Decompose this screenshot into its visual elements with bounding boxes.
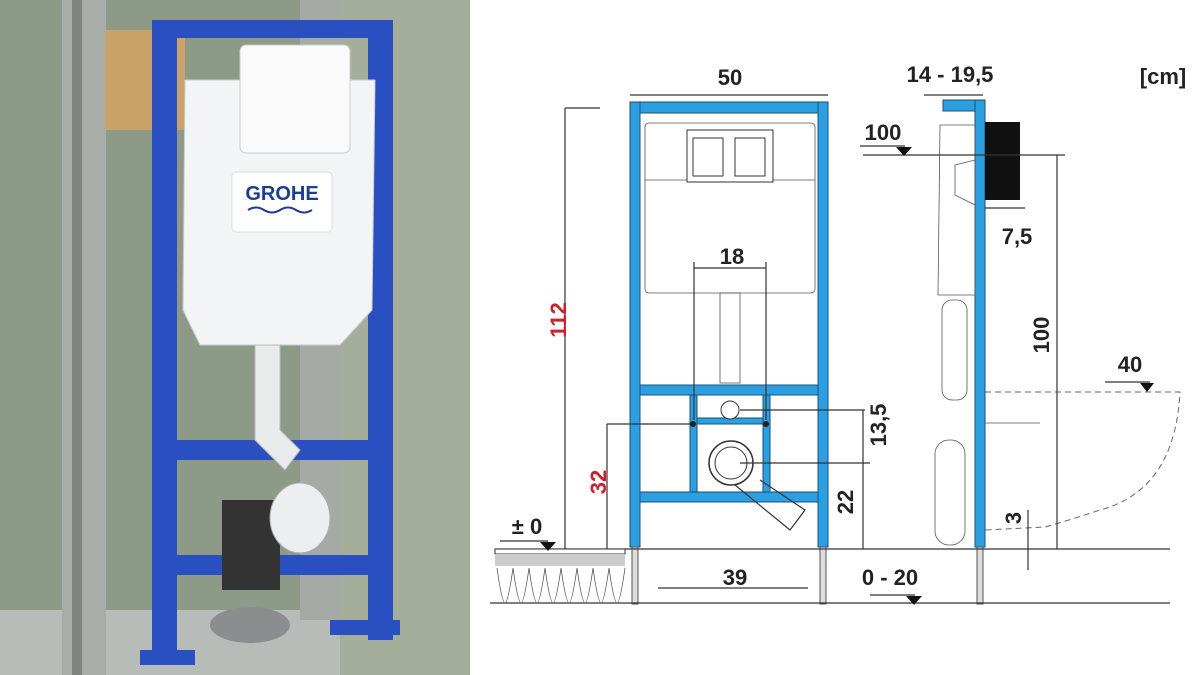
dim-bowl-height: 40 [1118,352,1142,377]
waste-elbow [222,500,280,590]
floor-lines [490,548,1170,604]
flush-plate [686,129,774,183]
dim-drain-offset: 13,5 [866,404,891,447]
dim-frame-width: 50 [718,65,742,90]
dim-drain-height: 22 [833,490,858,514]
wall-plate [985,122,1020,200]
dim-bolt-spacing: 18 [720,244,744,269]
unit-label: [cm] [1140,64,1186,89]
front-frame [629,101,829,605]
dimension-lines [500,94,1150,596]
dim-depth-range: 14 - 19,5 [907,62,994,87]
dim-flush-height: 100 [865,120,902,145]
level-markers [540,147,1154,605]
dim-gap: 3 [1001,512,1026,524]
instruction-label [239,44,351,154]
dim-frame-height: 112 [546,302,571,338]
inlet-fitting [720,400,740,420]
toilet-bowl-outline [984,391,1181,531]
metal-stud-left [62,0,106,675]
product-photo: GROHE [0,0,470,675]
drain-pipe [254,344,301,471]
dim-plate-depth: 7,5 [1002,224,1033,249]
grohe-logo-plate [231,171,333,233]
dim-floor-level: ± 0 [512,514,542,539]
side-frame [934,99,1181,605]
dim-bolt-height: 32 [586,470,611,494]
dim-leg-adjust: 0 - 20 [862,565,918,590]
technical-drawing: [cm] 50 14 - 19,5 100 7,5 18 112 100 40 … [490,62,1186,605]
grohe-logo: GROHE [245,183,318,205]
dim-feet-spacing: 39 [723,565,747,590]
front-cistern [644,122,816,531]
waste-connector [269,482,331,554]
dim-flush-height-side: 100 [1029,317,1054,354]
